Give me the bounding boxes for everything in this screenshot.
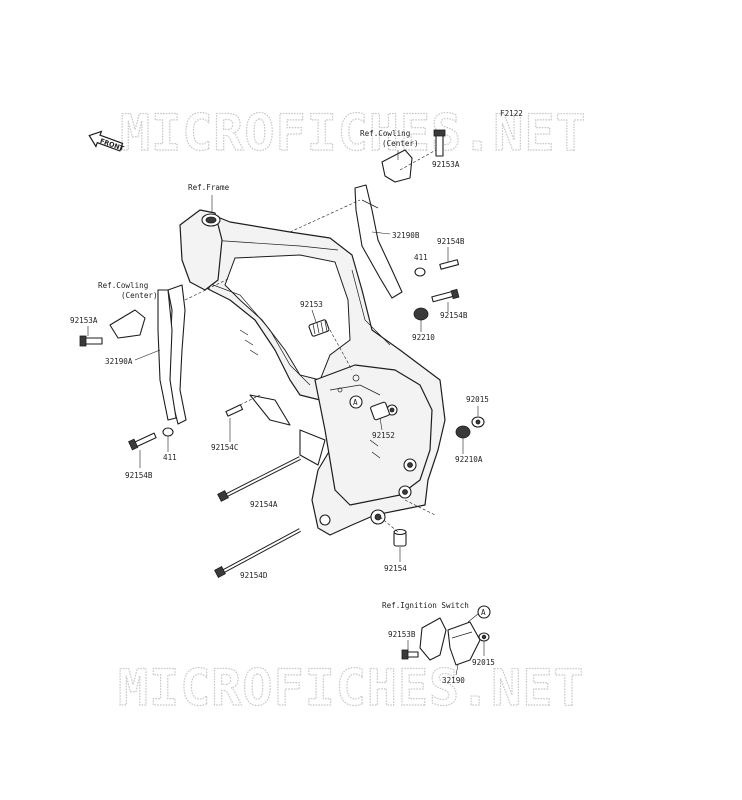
collar-92152-icon — [370, 401, 390, 421]
part-92153: 92153 — [300, 300, 323, 309]
bolt-92154C-icon — [225, 404, 244, 417]
ignition-bracket-left — [419, 617, 447, 661]
callout-A-bottom-icon — [477, 605, 491, 619]
bolt-92154B-top-icon — [439, 259, 460, 270]
cowling-bracket-top — [381, 149, 413, 183]
part-32190: 32190 — [442, 676, 465, 685]
watermark-top: MICROFICHES.NET — [120, 104, 587, 162]
nut-92210A-icon — [455, 425, 471, 439]
main-frame — [179, 209, 446, 536]
nut-92210-icon — [413, 307, 429, 321]
part-411-left: 411 — [163, 453, 177, 462]
bolt-92154A-icon — [217, 456, 301, 502]
part-92210A: 92210A — [455, 455, 483, 464]
bolt-92153A-left-icon — [79, 335, 103, 347]
bolt-92154B-mid-icon — [431, 288, 460, 303]
part-92154D: 92154D — [240, 571, 268, 580]
callout-A-frame-letter: A — [353, 398, 358, 407]
part-32190A: 32190A — [105, 357, 133, 366]
part-92210: 92210 — [412, 333, 435, 342]
ref-cowling-top-line1: Ref.Cowling — [360, 129, 410, 138]
part-32190B: 32190B — [392, 231, 420, 240]
ref-frame-label: Ref.Frame — [188, 183, 230, 192]
bolt-92153B-icon — [401, 649, 419, 660]
part-92153B: 92153B — [388, 630, 416, 639]
washer-411-left-icon — [162, 427, 174, 437]
part-92015-bottom: 92015 — [472, 658, 495, 667]
ref-cowling-left-line2: (Center) — [121, 291, 158, 300]
part-92154C: 92154C — [211, 443, 238, 452]
part-92152: 92152 — [372, 431, 395, 440]
part-411-right: 411 — [414, 253, 428, 262]
figure-code: F2122 — [500, 109, 523, 118]
part-92154A: 92154A — [250, 500, 278, 509]
ref-cowling-top-line2: (Center) — [382, 139, 419, 148]
bracket-32190B — [354, 184, 403, 299]
cowling-bracket-left — [109, 309, 146, 339]
part-92153A-left: 92153A — [70, 316, 98, 325]
bracket-32190 — [447, 621, 481, 666]
callout-A-frame-icon — [349, 395, 363, 409]
part-92154B-top: 92154B — [437, 237, 465, 246]
washer-411-right-icon — [414, 267, 426, 277]
bolt-92154D-icon — [214, 528, 301, 578]
watermark-bottom: MICROFICHES.NET — [118, 659, 585, 717]
part-92154: 92154 — [384, 564, 407, 573]
ref-ignition-switch-label: Ref.Ignition Switch — [382, 601, 469, 610]
part-92015-right: 92015 — [466, 395, 489, 404]
part-92154B-left: 92154B — [125, 471, 153, 480]
bolt-92154B-left-icon — [128, 432, 157, 451]
collar-92154-icon — [393, 528, 407, 547]
collar-92153-icon — [308, 319, 330, 337]
callout-A-bottom-letter: A — [481, 608, 486, 617]
part-92154B-mid: 92154B — [440, 311, 468, 320]
bolt-92153A-top-icon — [433, 129, 446, 157]
ref-cowling-left-line1: Ref.Cowling — [98, 281, 148, 290]
part-92153A-top: 92153A — [432, 160, 460, 169]
